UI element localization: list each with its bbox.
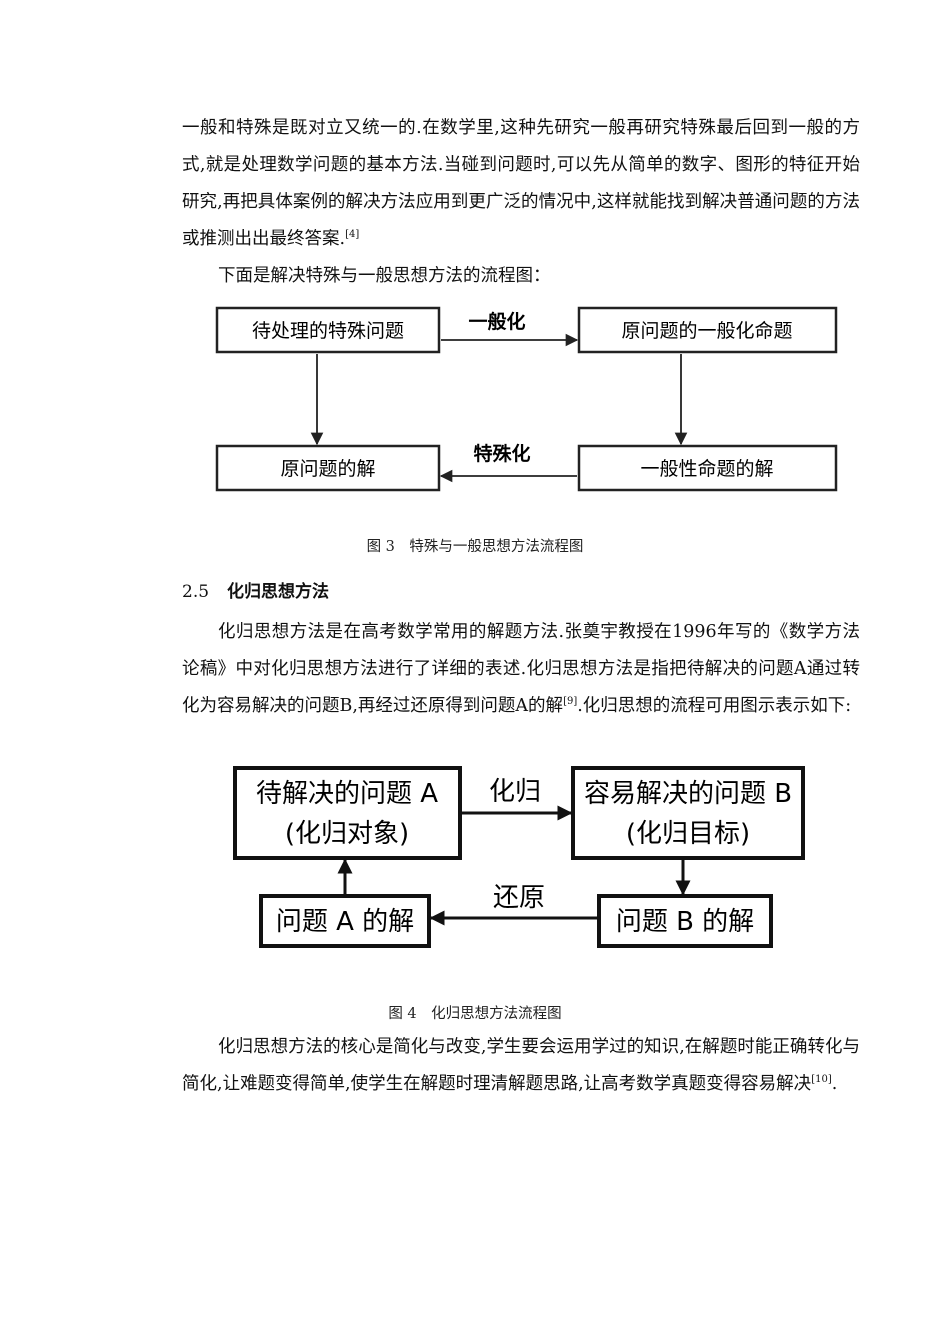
paragraph-text: 化归思想方法的核心是简化与改变,学生要会运用学过的知识,在解题时能正确转化与简化… [182, 1037, 860, 1094]
label-restore: 还原 [493, 883, 545, 913]
label-generalize: 一般化 [468, 310, 525, 333]
svg-text:原问题的解: 原问题的解 [280, 458, 375, 480]
citation-ref: [4] [345, 229, 360, 240]
box-problem-a: 待解决的问题 A (化归对象) [233, 766, 462, 860]
svg-text:待解决的问题 A: 待解决的问题 A [256, 779, 438, 809]
svg-text:容易解决的问题 B: 容易解决的问题 B [584, 779, 792, 809]
svg-text:原问题的一般化命题: 原问题的一般化命题 [621, 320, 792, 342]
figure-4-caption: 图 4 化归思想方法流程图 [388, 1006, 562, 1022]
paragraph-reduction-core: 化归思想方法的核心是简化与改变,学生要会运用学过的知识,在解题时能正确转化与简化… [182, 1029, 860, 1103]
section-title: 化归思想方法 [227, 582, 330, 602]
paragraph-text: 下面是解决特殊与一般思想方法的流程图： [218, 266, 551, 286]
figure-3-flowchart: 待处理的特殊问题 原问题的一般化命题 原问题的解 一般性命题的解 一般化 特殊化 [215, 306, 838, 492]
box-special-problem: 待处理的特殊问题 [215, 306, 441, 354]
paragraph-text: 一般和特殊是既对立又统一的.在数学里,这种先研究一般再研究特殊最后回到一般的方式… [182, 118, 860, 249]
box-original-solution: 原问题的解 [215, 444, 441, 492]
svg-text:(化归对象): (化归对象) [285, 819, 409, 849]
label-specialize: 特殊化 [473, 442, 530, 465]
section-number: 2.5 [182, 582, 210, 602]
box-solution-b: 问题 B 的解 [597, 894, 773, 948]
svg-text:(化归目标): (化归目标) [626, 819, 750, 849]
label-reduce: 化归 [489, 777, 541, 807]
citation-ref: [10] [811, 1074, 832, 1085]
box-general-solution: 一般性命题的解 [577, 444, 838, 492]
paragraph-reduction-method: 化归思想方法是在高考数学常用的解题方法.张奠宇教授在1996年写的《数学方法论稿… [182, 614, 860, 725]
svg-text:问题 B 的解: 问题 B 的解 [616, 907, 754, 937]
figure-4-flowchart: 待解决的问题 A (化归对象) 容易解决的问题 B (化归目标) 问题 A 的解… [233, 766, 805, 948]
svg-text:待处理的特殊问题: 待处理的特殊问题 [252, 320, 404, 342]
section-heading: 2.5 化归思想方法 [182, 577, 329, 602]
box-solution-a: 问题 A 的解 [259, 894, 431, 948]
svg-text:一般性命题的解: 一般性命题的解 [640, 458, 773, 480]
box-generalized-proposition: 原问题的一般化命题 [577, 306, 838, 354]
paragraph-flowchart-intro: 下面是解决特殊与一般思想方法的流程图： [182, 258, 860, 295]
citation-ref: [9] [563, 696, 578, 707]
svg-text:问题 A 的解: 问题 A 的解 [276, 907, 414, 937]
paragraph-text-tail: .化归思想的流程可用图示表示如下: [577, 696, 852, 716]
figure-3-caption: 图 3 特殊与一般思想方法流程图 [366, 539, 584, 555]
paragraph-text: 化归思想方法是在高考数学常用的解题方法.张奠宇教授在1996年写的《数学方法论稿… [182, 622, 860, 716]
box-problem-b: 容易解决的问题 B (化归目标) [571, 766, 805, 860]
paragraph-text-tail: . [831, 1074, 838, 1094]
paragraph-general-special: 一般和特殊是既对立又统一的.在数学里,这种先研究一般再研究特殊最后回到一般的方式… [182, 110, 860, 258]
